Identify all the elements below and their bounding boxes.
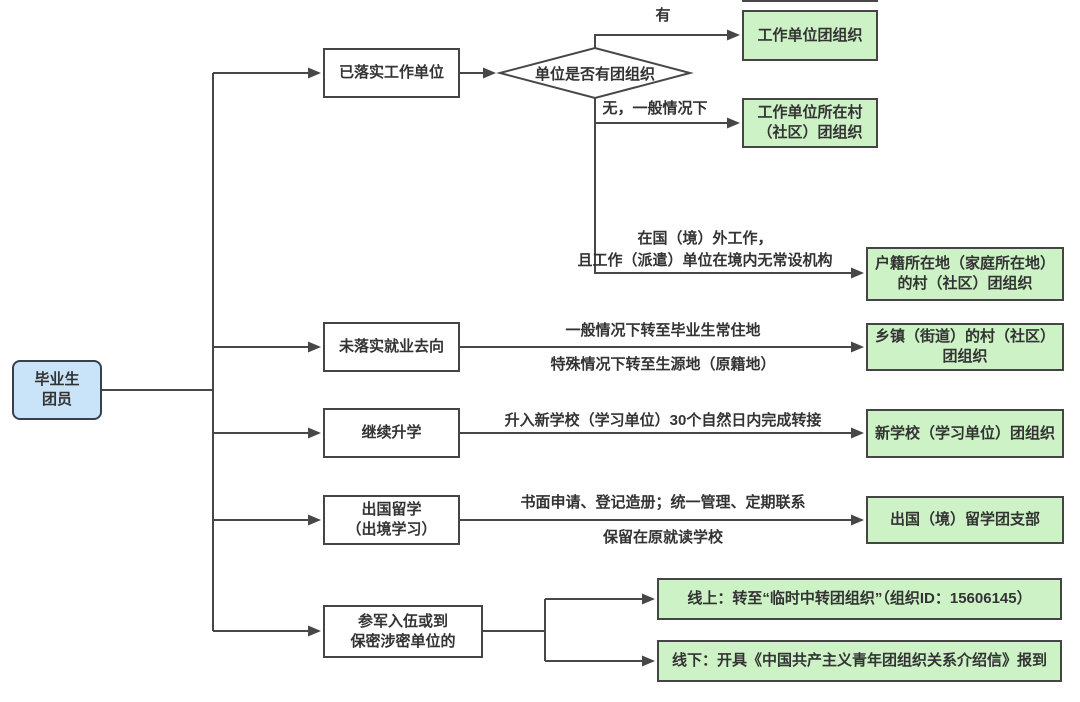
result-household-org: 户籍所在地（家庭所在地） 的村（社区）团组织 xyxy=(866,247,1064,301)
node-branch-army: 参军入伍或到 保密涉密单位的 xyxy=(323,605,483,658)
edge-label-study-text: 升入新学校（学习单位）30个自然日内完成转接 xyxy=(504,412,822,429)
edge-label-none: 无，一般情况下 xyxy=(575,98,735,120)
decision-diamond-shape xyxy=(496,46,694,100)
result-work-unit-org-label: 工作单位团组织 xyxy=(757,26,863,44)
edge-label-has: 有 xyxy=(633,5,693,27)
node-branch-work-label: 已落实工作单位 xyxy=(338,64,444,81)
node-branch-work: 已落实工作单位 xyxy=(323,48,460,98)
node-branch-study: 继续升学 xyxy=(323,408,460,458)
result-work-unit-org: 工作单位团组织 xyxy=(742,10,878,61)
result-work-village-org: 工作单位所在村 （社区）团组织 xyxy=(742,98,878,148)
edge-label-study: 升入新学校（学习单位）30个自然日内完成转接 xyxy=(463,410,863,432)
edge-label-nojob-bottom: 特殊情况下转至生源地（原籍地） xyxy=(463,354,863,376)
connector-decision-has xyxy=(594,29,740,48)
result-abroad-branch: 出国（境）留学团支部 xyxy=(866,496,1064,544)
node-branch-nojob-label: 未落实就业去向 xyxy=(338,338,444,355)
result-army-online: 线上：转至“临时中转团组织”（组织ID：15606145） xyxy=(657,578,1062,620)
result-work-village-line1: 工作单位所在村 xyxy=(757,104,863,121)
node-branch-nojob: 未落实就业去向 xyxy=(323,322,460,372)
result-new-school-org: 新学校（学习单位）团组织 xyxy=(866,409,1064,458)
node-branch-abroad-line1: 出国留学 xyxy=(361,501,422,518)
edge-label-overseas-line2: 且工作（派遣）单位在境内无常设机构 xyxy=(577,252,833,269)
decision-label: 单位是否有团组织 xyxy=(534,65,655,83)
edge-label-none-text: 无，一般情况下 xyxy=(602,100,708,117)
node-branch-army-line2: 保密涉密单位的 xyxy=(350,632,456,650)
result-new-school-label: 新学校（学习单位）团组织 xyxy=(874,424,1055,442)
edge-label-abroad-bottom: 保留在原就读学校 xyxy=(463,527,863,549)
edge-label-nojob-top-text: 一般情况下转至毕业生常住地 xyxy=(565,322,761,339)
result-township-line1: 乡镇（街道）的村（社区） xyxy=(874,328,1055,345)
connector-decision-overseas xyxy=(594,98,864,279)
decision-has-league-org: 单位是否有团组织 xyxy=(500,48,690,98)
result-household-line1: 户籍所在地（家庭所在地） xyxy=(874,255,1055,272)
node-branch-abroad-line2: （出境学习） xyxy=(346,521,437,538)
node-branch-abroad: 出国留学 （出境学习） xyxy=(323,495,460,545)
result-army-online-label: 线上：转至“临时中转团组织”（组织ID：15606145） xyxy=(687,590,1032,607)
edge-label-nojob-bottom-text: 特殊情况下转至生源地（原籍地） xyxy=(550,356,776,373)
result-township-line2: 团组织 xyxy=(942,348,988,365)
node-branch-study-label: 继续升学 xyxy=(361,424,422,441)
result-army-offline: 线下：开具《中国共产主义青年团组织关系介绍信》报到 xyxy=(657,640,1062,682)
node-graduate-member: 毕业生 团员 xyxy=(12,360,102,420)
node-branch-army-line1: 参军入伍或到 xyxy=(357,612,448,630)
node-graduate-member-line2: 团员 xyxy=(41,391,72,408)
edge-label-has-text: 有 xyxy=(655,7,671,24)
result-work-village-line2: （社区）团组织 xyxy=(757,124,863,141)
edge-label-abroad-top-text: 书面申请、登记造册；统一管理、定期联系 xyxy=(520,494,806,511)
edge-label-nojob-top: 一般情况下转至毕业生常住地 xyxy=(463,320,863,342)
result-township-org: 乡镇（街道）的村（社区） 团组织 xyxy=(866,323,1064,371)
edge-label-overseas: 在国（境）外工作， 且工作（派遣）单位在境内无常设机构 xyxy=(555,228,855,272)
result-army-offline-label: 线下：开具《中国共产主义青年团组织关系介绍信》报到 xyxy=(671,652,1047,669)
result-abroad-branch-label: 出国（境）留学团支部 xyxy=(889,511,1040,528)
node-graduate-member-line1: 毕业生 xyxy=(34,371,80,388)
edge-label-abroad-bottom-text: 保留在原就读学校 xyxy=(602,529,723,546)
edge-label-abroad-top: 书面申请、登记造册；统一管理、定期联系 xyxy=(463,492,863,514)
result-household-line2: 的村（社区）团组织 xyxy=(897,275,1033,292)
edge-label-overseas-line1: 在国（境）外工作， xyxy=(637,230,773,247)
